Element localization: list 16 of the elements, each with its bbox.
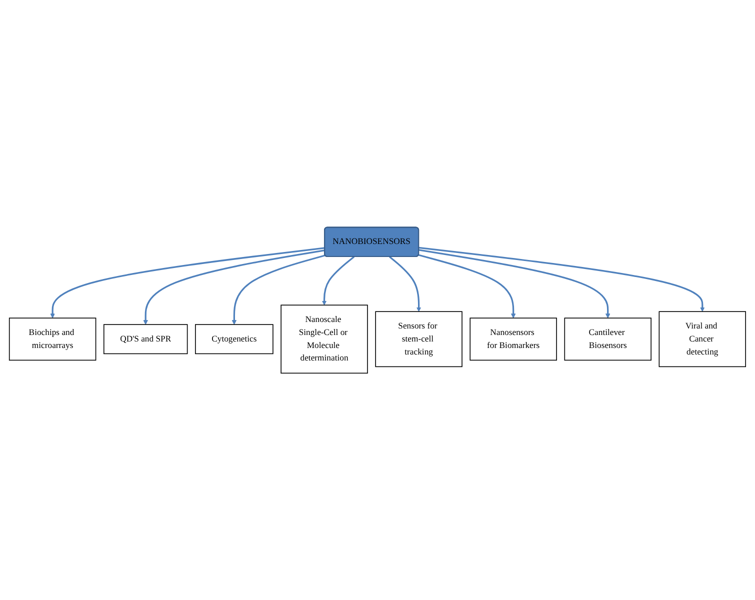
node-box: QD'S and SPR bbox=[104, 324, 188, 354]
arrow bbox=[50, 246, 325, 318]
arrow bbox=[418, 254, 516, 318]
node-box: Cytogenetics bbox=[195, 324, 274, 354]
arrow bbox=[322, 256, 355, 306]
arrow bbox=[418, 248, 610, 318]
arrow bbox=[232, 254, 326, 325]
node-box: Viral and Cancer detecting bbox=[658, 310, 746, 367]
node-box: Sensors for stem-cell tracking bbox=[375, 310, 462, 367]
node-box: Nanoscale Single-Cell or Molecule determination bbox=[280, 304, 368, 374]
arrow bbox=[389, 256, 422, 312]
arrow bbox=[418, 246, 705, 312]
node-box: Biochips and microarrays bbox=[8, 317, 96, 360]
node-box: Nanosensors for Biomarkers bbox=[470, 317, 557, 360]
arrow bbox=[143, 249, 325, 325]
node-box: Cantilever Biosensors bbox=[564, 317, 652, 360]
